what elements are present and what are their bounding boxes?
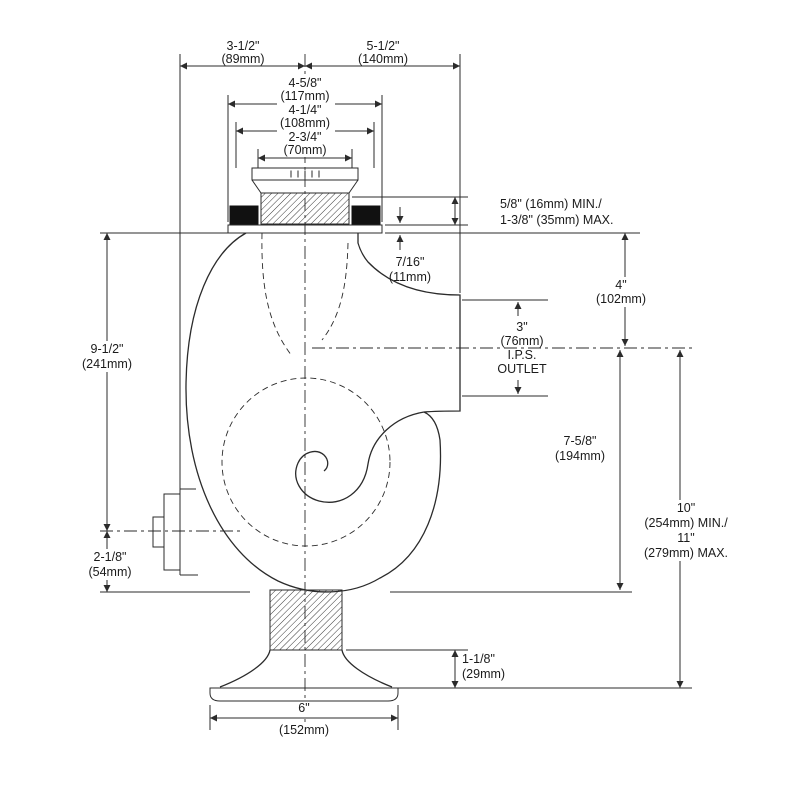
trap-body [185, 232, 461, 593]
trap-outline [185, 232, 461, 593]
dimension-labels: 3-1/2" (89mm) 5-1/2" (140mm) 4-5/8" (117… [74, 39, 730, 737]
hidden-inlet-left [261, 232, 293, 357]
dim-flange-diameter-value: 4-5/8" [289, 76, 322, 90]
dim-flange-to-outlet-metric: (102mm) [596, 292, 646, 306]
dim-flange-thickness-metric: (11mm) [389, 270, 431, 284]
dim-flange-to-cleanout-value: 9-1/2" [91, 342, 124, 356]
dim-width-right-value: 5-1/2" [367, 39, 400, 53]
hidden-inlet-right [321, 242, 349, 341]
dim-rough-in-max-metric: (279mm) MAX. [644, 546, 728, 560]
dim-thread-adjustment-min: 5/8" (16mm) MIN./ [500, 197, 602, 211]
trap-inner-wall [295, 411, 425, 503]
dim-outlet-size-value: 3" [516, 320, 527, 334]
dim-width-left-value: 3-1/2" [227, 39, 260, 53]
dim-outlet-to-bottom-value: 7-5/8" [564, 434, 597, 448]
seal-washer-right [351, 205, 381, 225]
dim-rough-in-max-value: 11" [677, 531, 694, 545]
tailpiece-threads [269, 589, 343, 651]
dim-cleanout-to-bottom-value: 2-1/8" [94, 550, 127, 564]
dim-outlet-size-outlet: OUTLET [497, 362, 547, 376]
hidden-passage-circle [221, 377, 391, 547]
dim-body-diameter-value: 4-1/4" [289, 103, 322, 117]
base-plate [209, 687, 399, 702]
dim-width-left-metric: (89mm) [221, 52, 264, 66]
cleanout-plug-nut [152, 516, 165, 548]
dim-cleanout-to-bottom-metric: (54mm) [88, 565, 131, 579]
seal-washer-left [229, 205, 259, 225]
dim-flange-to-cleanout-metric: (241mm) [82, 357, 132, 371]
dim-rough-in-min-metric: (254mm) MIN./ [644, 516, 728, 530]
dim-flange-thickness-value: 7/16" [396, 255, 425, 269]
dim-flange-to-outlet-value: 4" [615, 278, 626, 292]
dim-outlet-to-bottom-metric: (194mm) [555, 449, 605, 463]
dim-flange-diameter-metric: (117mm) [280, 89, 329, 103]
dim-rough-in-min-value: 10" [677, 501, 695, 515]
dim-escutcheon-height-value: 1-1/8" [462, 652, 495, 666]
dim-grid-diameter-metric: (70mm) [283, 143, 326, 157]
dim-thread-adjustment-max: 1-3/8" (35mm) MAX. [500, 213, 614, 227]
dim-base-diameter-metric: (152mm) [279, 723, 329, 737]
dim-escutcheon-height-metric: (29mm) [462, 667, 505, 681]
escutcheon-flare-right [341, 649, 393, 688]
dim-width-right-metric: (140mm) [358, 52, 408, 66]
dim-body-diameter-metric: (108mm) [280, 116, 330, 130]
escutcheon-flare-left [219, 649, 271, 688]
dimension-lines [103, 62, 684, 722]
dim-grid-diameter-value: 2-3/4" [289, 130, 322, 144]
centerlines [100, 54, 692, 730]
dim-base-diameter-value: 6" [298, 701, 309, 715]
dim-outlet-size-ips: I.P.S. [508, 348, 537, 362]
tailpiece-and-base [209, 589, 399, 702]
extension-lines [100, 54, 692, 730]
dim-outlet-size-metric: (76mm) [500, 334, 543, 348]
cleanout [152, 488, 198, 576]
cleanout-plug [163, 493, 181, 571]
